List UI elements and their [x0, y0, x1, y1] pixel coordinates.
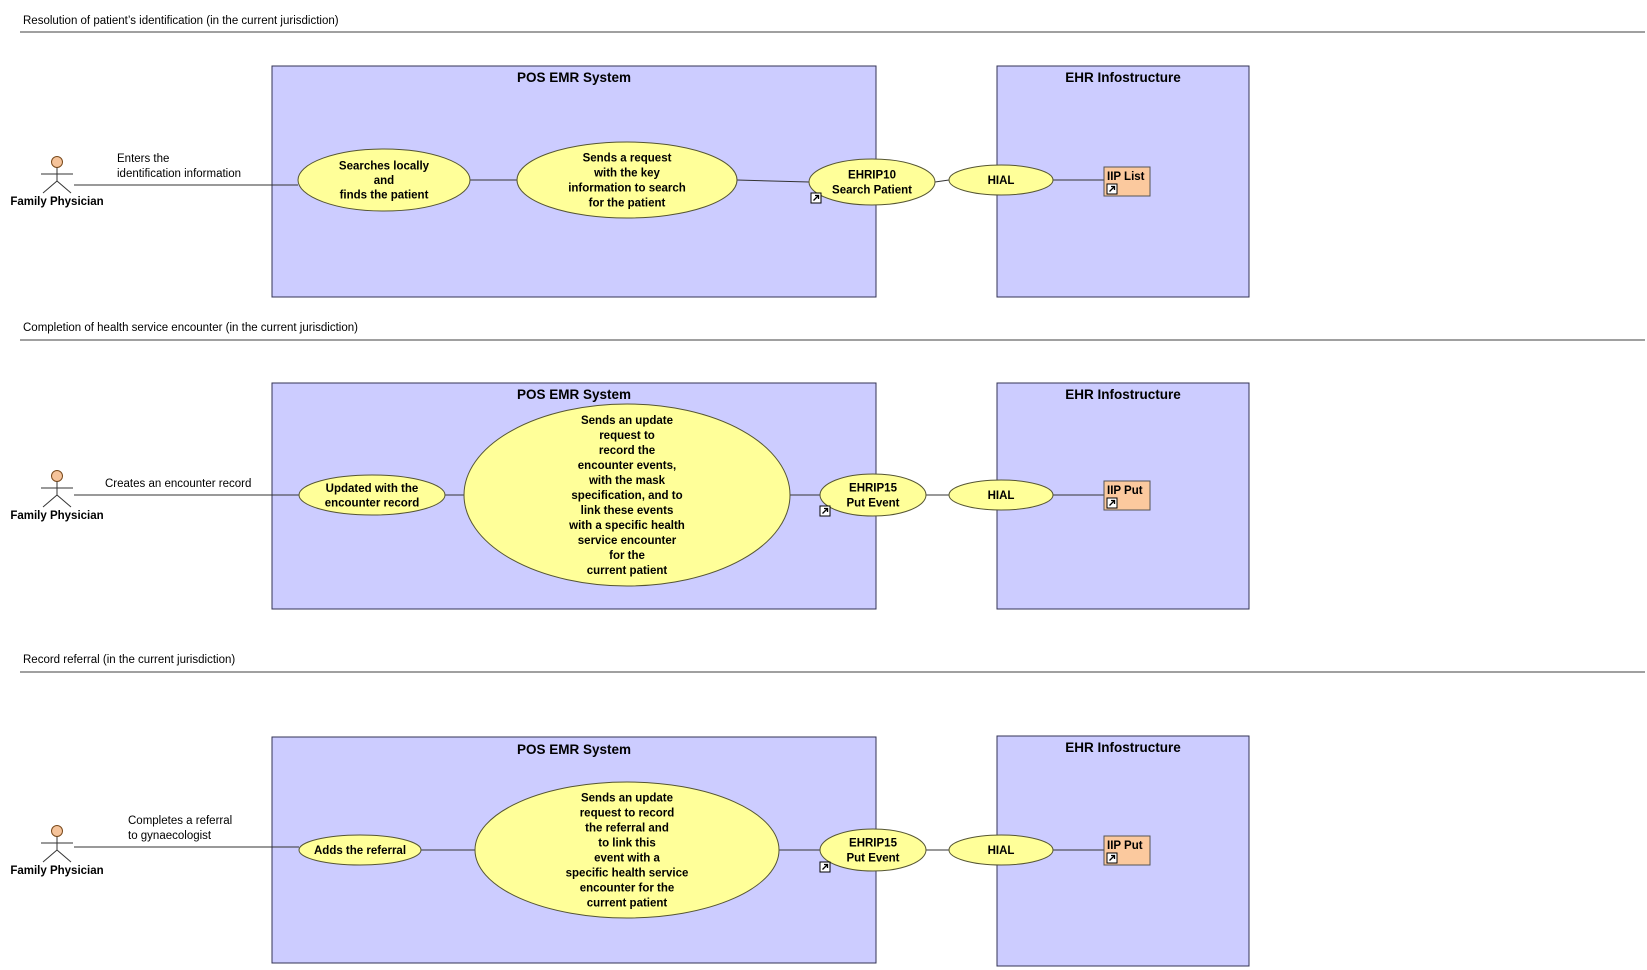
ehr-infostructure-title: EHR Infostructure	[1065, 740, 1181, 755]
association-label: to gynaecologist	[128, 830, 212, 842]
link-shortcut-icon[interactable]	[1106, 183, 1118, 195]
actor-head-icon	[51, 156, 63, 168]
use-case-label: current patient	[587, 898, 668, 910]
use-case-send-request[interactable]: Sends an update request to record the refe…	[474, 781, 780, 919]
association-label: Creates an encounter record	[105, 478, 251, 490]
use-case-label: HIAL	[988, 490, 1015, 502]
use-case-label: Sends an update	[581, 415, 673, 427]
association-label: Enters the	[117, 153, 169, 165]
section-title: Completion of health service encounter (…	[23, 322, 358, 334]
section-3: Record referral (in the current jurisdic…	[10, 654, 1645, 967]
actor-label: Family Physician	[10, 510, 103, 522]
use-case-label: EHRIP10	[848, 170, 896, 182]
use-case-label: for the	[609, 550, 645, 562]
link-shortcut-icon[interactable]	[1106, 852, 1118, 864]
use-case-hial[interactable]: HIAL	[948, 834, 1054, 866]
artifact-label: IIP List	[1107, 171, 1145, 183]
artifact-box[interactable]: IIP Put	[1103, 835, 1151, 866]
use-case-label: specification, and to	[571, 490, 682, 502]
use-case-label: request to	[599, 430, 655, 442]
use-case-label: Sends an update	[581, 793, 673, 805]
actor-label: Family Physician	[10, 865, 103, 877]
use-case-label: current patient	[587, 565, 668, 577]
ehr-infostructure-title: EHR Infostructure	[1065, 387, 1181, 402]
section-1: Resolution of patient’s identification (…	[10, 15, 1645, 298]
use-case-label: EHRIP15	[849, 838, 898, 850]
pos-emr-system-title: POS EMR System	[517, 742, 631, 757]
association-label: Completes a referral	[128, 815, 232, 827]
artifact-label: IIP Put	[1107, 485, 1143, 497]
use-case-label: information to search	[568, 183, 686, 195]
use-case-label: for the patient	[589, 198, 666, 210]
artifact-label: IIP Put	[1107, 840, 1143, 852]
use-case-local[interactable]: Searches locally and finds the patient	[297, 148, 471, 212]
use-case-label: encounter for the	[580, 883, 675, 895]
use-case-label: HIAL	[988, 845, 1015, 857]
use-case-label: link these events	[581, 505, 674, 517]
use-case-label: the referral and	[585, 823, 669, 835]
actor-family-physician[interactable]: Family Physician	[10, 825, 104, 878]
use-case-label: EHRIP15	[849, 483, 898, 495]
artifact-box[interactable]: IIP Put	[1103, 480, 1151, 511]
use-case-label: encounter events,	[578, 460, 676, 472]
use-case-label: Searches locally	[339, 161, 430, 173]
use-case-label: to link this	[598, 838, 656, 850]
use-case-label: with the key	[593, 168, 660, 180]
use-case-label: Search Patient	[832, 185, 912, 197]
section-title: Resolution of patient’s identification (…	[23, 15, 339, 27]
use-case-label: HIAL	[988, 175, 1015, 187]
pos-emr-system-title: POS EMR System	[517, 70, 631, 85]
include-line	[736, 179, 810, 183]
use-case-label: service encounter	[578, 535, 677, 547]
use-case-label: and	[374, 175, 394, 187]
use-case-hial[interactable]: HIAL	[948, 164, 1054, 196]
actor-head-icon	[51, 825, 63, 837]
use-case-label: Put Event	[846, 498, 899, 510]
use-case-label: specific health service	[566, 868, 689, 880]
use-case-send-request[interactable]: Sends a request with the key information t…	[516, 141, 738, 219]
use-case-label: Adds the referral	[314, 845, 406, 857]
use-case-local[interactable]: Updated with the encounter record	[298, 474, 446, 516]
hial-connector-line	[934, 179, 950, 183]
pos-emr-system-title: POS EMR System	[517, 387, 631, 402]
use-case-local[interactable]: Adds the referral	[298, 834, 422, 866]
use-case-label: event with a	[594, 853, 660, 865]
use-case-send-request[interactable]: Sends an update request to record the encou…	[463, 403, 791, 587]
link-shortcut-icon[interactable]	[1106, 497, 1118, 509]
link-shortcut-icon[interactable]	[819, 861, 831, 873]
use-case-label: encounter record	[325, 497, 420, 509]
section-2: Completion of health service encounter (…	[10, 322, 1645, 610]
use-case-label: Updated with the	[326, 483, 419, 495]
ehr-infostructure-title: EHR Infostructure	[1065, 70, 1181, 85]
use-case-label: Sends a request	[583, 153, 672, 165]
use-case-label: record the	[599, 445, 655, 457]
actor-family-physician[interactable]: Family Physician	[10, 156, 104, 209]
actor-family-physician[interactable]: Family Physician	[10, 470, 104, 523]
actor-head-icon	[51, 470, 63, 482]
use-case-label: Put Event	[846, 853, 899, 865]
use-case-label: request to record	[580, 808, 675, 820]
association-label: identification information	[117, 168, 241, 180]
link-shortcut-icon[interactable]	[810, 192, 822, 204]
use-case-label: with a specific health	[568, 520, 685, 532]
use-case-label: finds the patient	[340, 190, 429, 202]
link-shortcut-icon[interactable]	[819, 505, 831, 517]
actor-label: Family Physician	[10, 196, 103, 208]
use-case-hial[interactable]: HIAL	[948, 479, 1054, 511]
section-title: Record referral (in the current jurisdic…	[23, 654, 235, 666]
use-case-label: with the mask	[588, 475, 666, 487]
